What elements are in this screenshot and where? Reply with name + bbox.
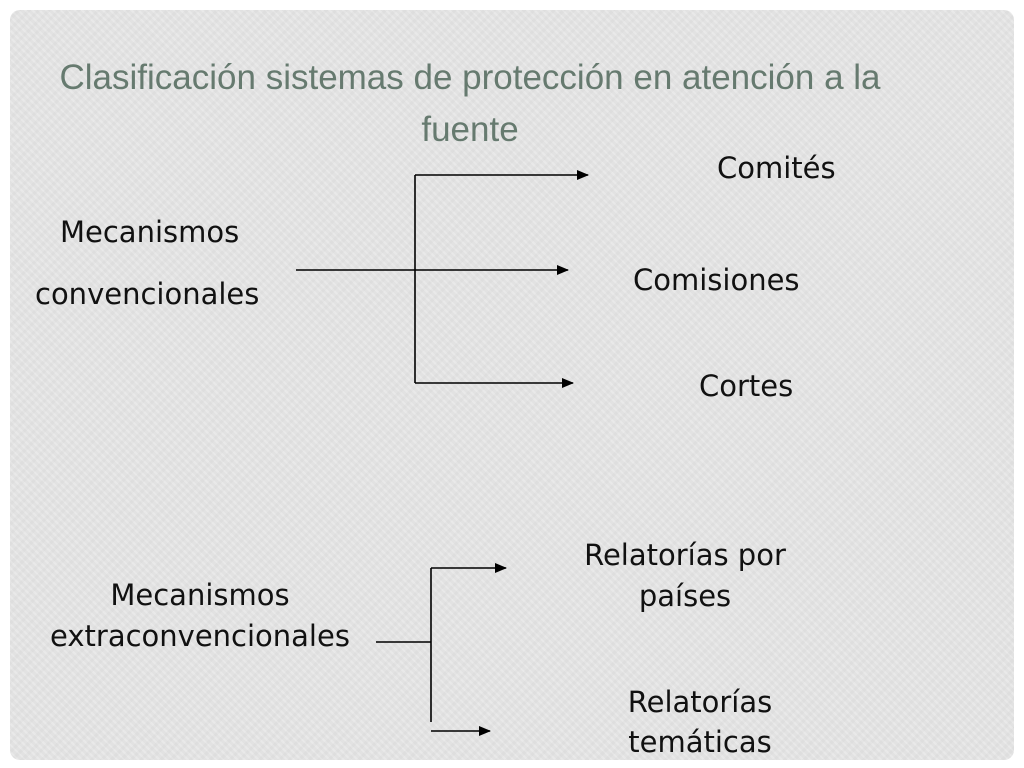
target-comisiones: Comisiones (633, 263, 800, 297)
slide-title: Clasificación sistemas de protección en … (10, 52, 930, 156)
target-cortes: Cortes (699, 369, 794, 403)
extraconventional-source-line1: Mecanismos (110, 578, 290, 612)
target-relatorias-tematicas-line1: Relatorías (627, 685, 773, 719)
slide-title-text: Clasificación sistemas de protección en … (59, 58, 881, 149)
conventional-source-line1: Mecanismos (60, 215, 240, 249)
slide: Clasificación sistemas de protección en … (10, 10, 1014, 760)
target-relatorias-paises-line2: países (638, 579, 732, 613)
extraconventional-source-line2: extraconvencionales (50, 619, 350, 653)
slide-background-texture (10, 10, 1014, 760)
target-relatorias-paises-line1: Relatorías por (584, 538, 786, 572)
conventional-source-line2: convencionales (35, 277, 260, 311)
target-comites: Comités (717, 151, 836, 185)
diagram-connectors (296, 170, 589, 736)
target-relatorias-tematicas-line2: temáticas (628, 725, 772, 759)
